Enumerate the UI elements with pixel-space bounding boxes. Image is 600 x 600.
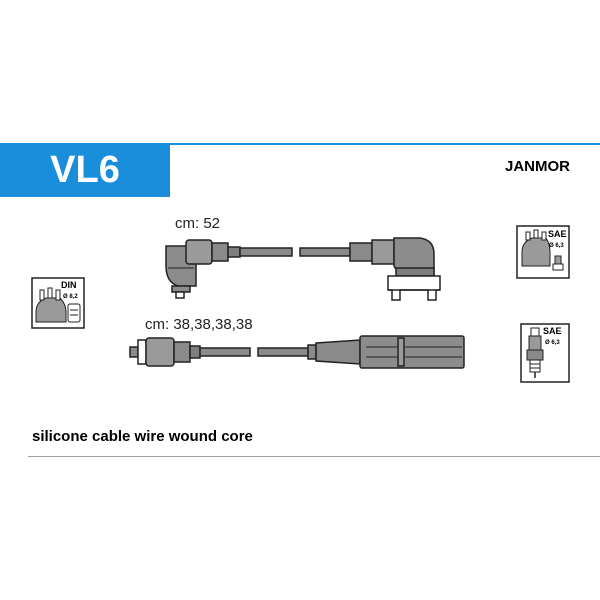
cable-1-wire-left bbox=[239, 247, 293, 257]
cable-1 bbox=[165, 237, 441, 301]
cable-description: silicone cable wire wound core bbox=[32, 428, 253, 445]
product-code-box: VL6 bbox=[0, 143, 170, 197]
cable-2-wire-right bbox=[257, 347, 309, 357]
cable-1-right-boot bbox=[349, 237, 441, 301]
cable-2-left-boot bbox=[129, 337, 201, 367]
cable-1-length-label: cm: 52 bbox=[175, 215, 221, 232]
brand-name: JANMOR bbox=[505, 158, 571, 175]
cable-1-left-boot bbox=[165, 239, 241, 299]
product-code: VL6 bbox=[50, 148, 120, 191]
sae-spark-plug-icon bbox=[520, 323, 570, 383]
cable-2-wire-left bbox=[199, 347, 251, 357]
header-rule bbox=[0, 143, 600, 145]
sae-top-standard-label: SAE bbox=[548, 229, 567, 239]
cable-2 bbox=[129, 335, 465, 369]
sae-bottom-standard-label: SAE bbox=[543, 326, 562, 336]
footer-rule bbox=[28, 456, 600, 457]
din-standard-label: DIN bbox=[61, 280, 77, 290]
din-size-label: Ø 8,2 bbox=[63, 294, 78, 300]
sae-top-size-label: Ø 6,3 bbox=[549, 243, 564, 249]
sae-distributor-icon bbox=[516, 225, 570, 279]
cable-2-right-boot bbox=[307, 335, 465, 369]
cable-2-length-label: cm: 38,38,38,38 bbox=[145, 316, 253, 333]
cable-1-wire-right bbox=[299, 247, 351, 257]
din-distributor-icon bbox=[31, 277, 85, 329]
sae-bottom-size-label: Ø 6,3 bbox=[545, 340, 560, 346]
